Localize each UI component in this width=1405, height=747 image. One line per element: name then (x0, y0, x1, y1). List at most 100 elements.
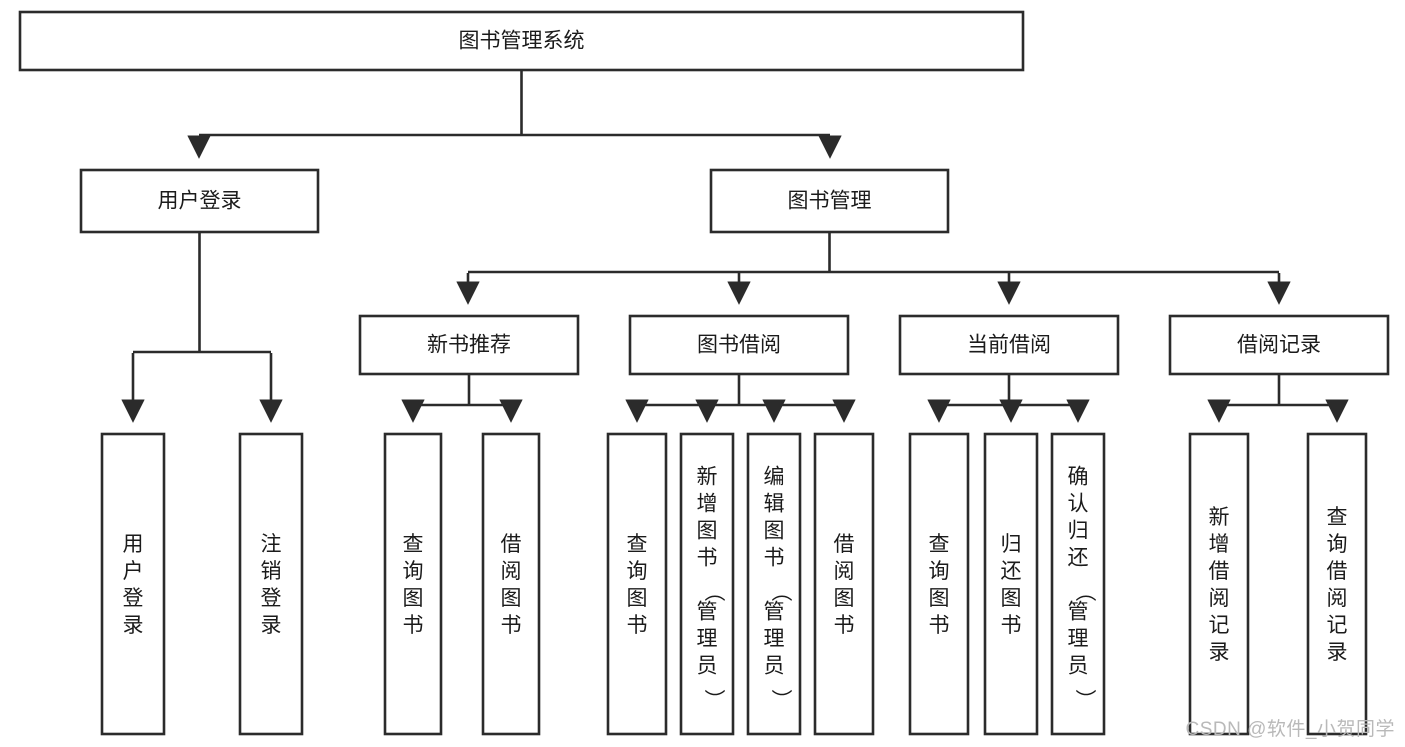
node-root-box (18, 10, 1025, 72)
leaf-query-record-box (1306, 432, 1368, 736)
glyph: 阅 (1209, 587, 1230, 610)
node-borrow-record-label: 借阅记录 (1237, 334, 1321, 357)
leaf-user-login-box (100, 432, 166, 736)
leaf-logout-box (238, 432, 304, 736)
glyph: 图 (501, 587, 522, 610)
node-user-login-label: 用户登录 (158, 190, 242, 213)
glyph: 理 (1068, 627, 1089, 650)
glyph: 员 (697, 654, 718, 677)
leaf-user-login[interactable]: 用户登录 (100, 432, 166, 736)
glyph: 借 (1327, 560, 1348, 583)
glyph: 新 (1209, 506, 1230, 529)
connector-borrow-record-to-leaves (1207, 374, 1349, 423)
glyph: 书 (627, 614, 648, 637)
node-current-borrow-label: 当前借阅 (967, 334, 1051, 357)
node-book-borrow[interactable]: 图书借阅 (628, 314, 850, 376)
glyph: 归 (1001, 533, 1022, 556)
node-book-manage[interactable]: 图书管理 (709, 168, 950, 234)
node-new-book-rec-label: 新书推荐 (427, 334, 511, 357)
leaf-add-book-box (679, 432, 735, 736)
glyph: 登 (123, 587, 144, 610)
node-new-book-rec-box (358, 314, 580, 376)
glyph: 员 (764, 654, 785, 677)
glyph: 询 (627, 560, 648, 583)
glyph: 查 (929, 533, 950, 556)
glyph: 书 (1001, 614, 1022, 637)
leaf-user-login-label: 用户登录 (123, 533, 144, 637)
node-book-borrow-label: 图书借阅 (697, 334, 781, 357)
glyph: （ (702, 581, 725, 602)
leaf-query-book-3-box (908, 432, 970, 736)
node-current-borrow[interactable]: 当前借阅 (898, 314, 1120, 376)
glyph: 销 (261, 560, 282, 583)
glyph: 图 (403, 587, 424, 610)
leaf-return-book-box (983, 432, 1039, 736)
glyph: 书 (929, 614, 950, 637)
glyph: 阅 (501, 560, 522, 583)
glyph: 新 (697, 465, 718, 488)
glyph: 管 (697, 600, 718, 623)
glyph: 录 (123, 614, 144, 637)
glyph: 借 (834, 533, 855, 556)
glyph: 登 (261, 587, 282, 610)
connector-current-borrow-to-leaves (927, 374, 1090, 423)
glyph: ） (769, 689, 792, 710)
glyph: 增 (1209, 533, 1230, 556)
leaf-edit-book-box (746, 432, 802, 736)
leaf-add-record-box (1188, 432, 1250, 736)
glyph: 查 (403, 533, 424, 556)
leaf-node-layer: 用户登录注销登录查询图书借阅图书查询图书新增图书（管理员）编辑图书（管理员）借阅… (100, 432, 1368, 736)
glyph: 阅 (834, 560, 855, 583)
glyph: 询 (403, 560, 424, 583)
glyph: 书 (403, 614, 424, 637)
glyph: 图 (1001, 587, 1022, 610)
glyph: 图 (834, 587, 855, 610)
glyph: 确 (1068, 465, 1089, 488)
node-user-login[interactable]: 用户登录 (79, 168, 320, 234)
node-user-login-box (79, 168, 320, 234)
connector-root-to-level2 (187, 70, 842, 159)
node-root[interactable]: 图书管理系统 (18, 10, 1025, 72)
glyph: 借 (1209, 560, 1230, 583)
glyph: 管 (764, 600, 785, 623)
glyph: 还 (1001, 560, 1022, 583)
glyph: 用 (123, 533, 144, 556)
glyph: 增 (697, 492, 718, 515)
node-root-label: 图书管理系统 (459, 30, 585, 53)
node-new-book-rec[interactable]: 新书推荐 (358, 314, 580, 376)
glyph: 理 (764, 627, 785, 650)
glyph: 图 (764, 519, 785, 542)
glyph: 书 (764, 546, 785, 569)
glyph: 理 (697, 627, 718, 650)
node-borrow-record[interactable]: 借阅记录 (1168, 314, 1390, 376)
glyph: （ (769, 581, 792, 602)
glyph: 图 (929, 587, 950, 610)
leaf-query-book-2-box (606, 432, 668, 736)
leaf-confirm-return-box (1050, 432, 1106, 736)
glyph: 认 (1068, 492, 1089, 515)
glyph: 图 (697, 519, 718, 542)
glyph: 询 (1327, 533, 1348, 556)
glyph: ） (702, 689, 725, 710)
